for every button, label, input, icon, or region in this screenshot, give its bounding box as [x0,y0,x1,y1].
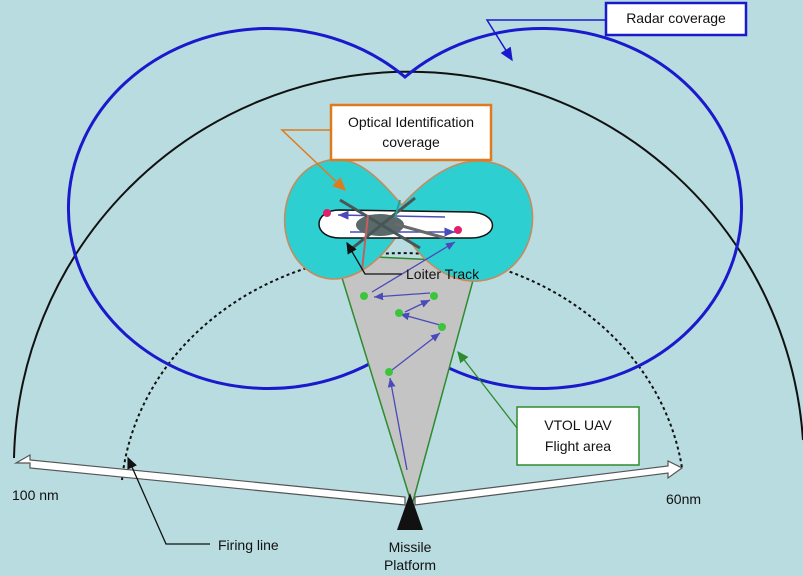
loiter-leader-line [346,241,402,275]
optical-label-box [329,103,493,162]
firing-leader-line [127,456,210,545]
missile-platform-icon [397,493,423,530]
range-100-label: 100 nm [12,487,59,503]
range-arrow-60nm [414,460,684,506]
waypoints [360,292,446,376]
radar-leader-line [485,19,606,62]
firing-line-arc [121,252,683,481]
loiter-point-west [323,209,331,217]
range-60-label: 60nm [666,491,701,507]
firing-line-label: Firing line [218,537,279,553]
loiter-track [318,209,494,239]
optical-label-line2: coverage [382,134,440,150]
vtol-flight-area [333,254,479,508]
radar-label-box [604,1,748,37]
loiter-label: Loiter Track [406,266,480,282]
missile-label-line2: Platform [384,557,436,573]
flight-path [371,241,456,471]
vtol-label-line1: VTOL UAV [544,417,612,433]
vtol-leader-line [457,350,518,429]
missile-label-line1: Missile [389,539,432,555]
vtol-label-box [516,406,640,466]
optical-label-line1: Optical Identification [348,114,474,130]
optical-leader-line [280,129,347,192]
range-arrow-100nm [13,453,406,506]
vtol-uav-icon [339,196,446,271]
radar-label: Radar coverage [626,10,726,26]
loiter-point-east [454,226,462,234]
vtol-label-line2: Flight area [545,438,611,454]
